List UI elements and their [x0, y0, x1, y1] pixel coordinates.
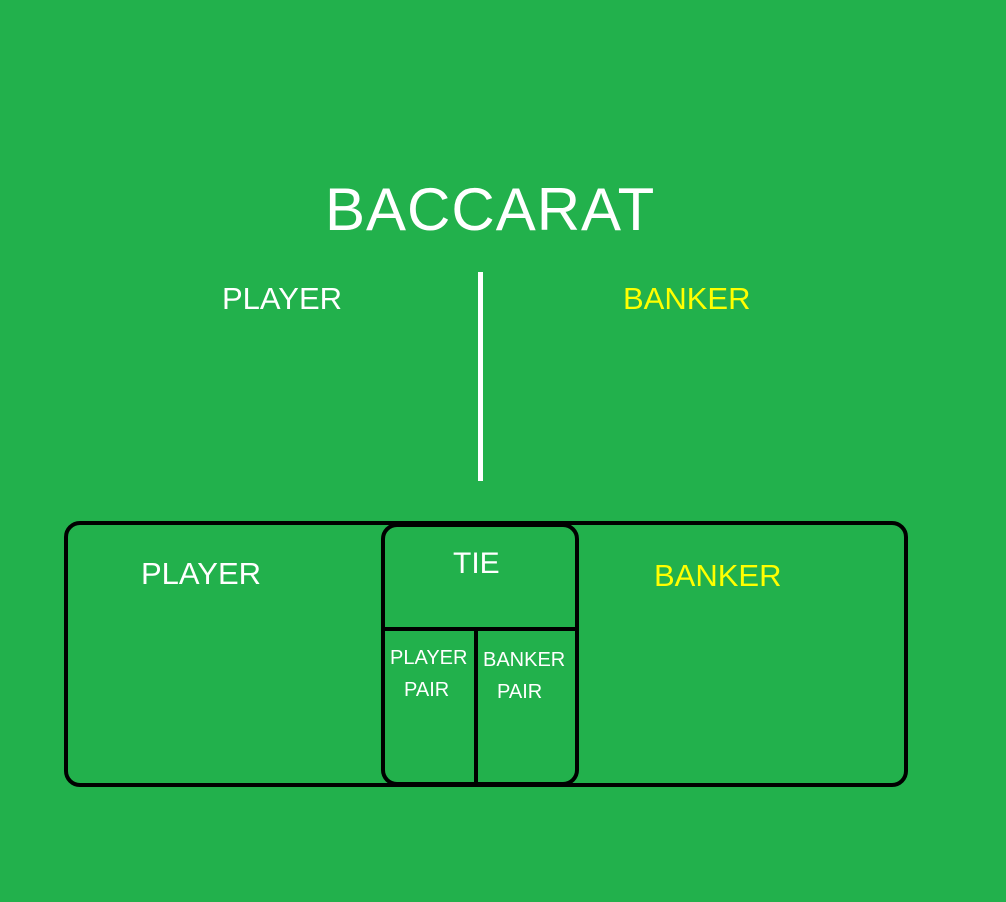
player-bet-label: PLAYER: [141, 556, 262, 591]
hand-divider: [478, 272, 483, 481]
side-bets-box: TIE PLAYER PAIR BANKER PAIR: [381, 523, 579, 786]
player-pair-label: PLAYER PAIR: [390, 647, 468, 701]
tie-bet-label: TIE: [453, 547, 500, 580]
banker-pair-bet-zone[interactable]: BANKER PAIR: [478, 631, 575, 782]
player-pair-bet-zone[interactable]: PLAYER PAIR: [385, 631, 478, 782]
game-title: BACCARAT: [325, 176, 656, 243]
banker-bet-label: BANKER: [654, 558, 782, 593]
tie-bet-zone[interactable]: TIE: [385, 527, 575, 631]
player-hand-label: PLAYER: [222, 281, 343, 316]
banker-hand-label: BANKER: [623, 281, 751, 316]
banker-pair-label: BANKER PAIR: [483, 649, 566, 703]
